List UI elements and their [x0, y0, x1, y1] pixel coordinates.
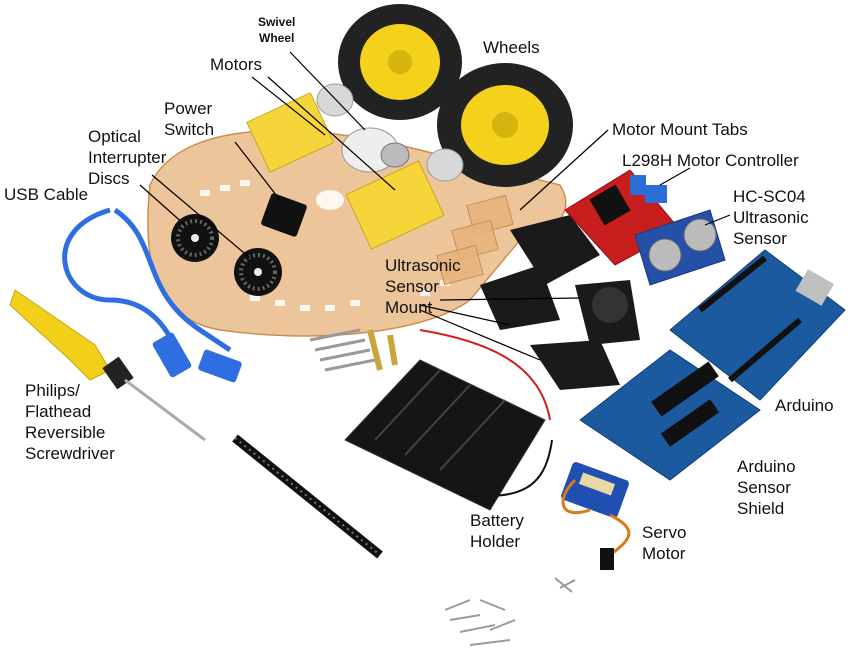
label-motor-controller: L298H Motor Controller [622, 151, 799, 170]
header-pin-strip [232, 434, 383, 559]
usb-cable [62, 207, 242, 383]
motor-mount-tabs [436, 194, 514, 286]
ultrasonic-sensor-mount [480, 215, 640, 390]
arduino-sensor-shield [579, 349, 761, 481]
label-battery-holder: Battery Holder [470, 511, 524, 551]
label-sensor-mount: Ultrasonic Sensor Mount [385, 256, 461, 317]
screwdriver [9, 289, 206, 442]
label-arduino: Arduino [775, 396, 834, 415]
optical-interrupter-disc [234, 248, 282, 296]
standoffs-and-screws [309, 328, 398, 372]
battery-holder [344, 329, 553, 511]
wheel [437, 63, 573, 187]
label-power-switch: Power Switch [164, 99, 215, 139]
ultrasonic-sensor-board [634, 209, 726, 286]
power-switch [261, 193, 307, 237]
label-sensor-shield: Arduino Sensor Shield [737, 457, 796, 518]
label-usb-cable: USB Cable [4, 185, 89, 204]
label-wheels: Wheels [483, 38, 540, 57]
arduino-board [669, 249, 846, 401]
label-screwdriver: Philips/ Flathead Reversible Screwdriver [25, 381, 115, 463]
optical-interrupter-disc [171, 214, 219, 262]
label-leader-lines [139, 51, 731, 361]
wheel [338, 4, 462, 120]
label-servo-motor: Servo Motor [642, 523, 687, 563]
label-optical-discs: Optical Interrupter Discs [88, 127, 167, 188]
label-swivel-wheel: Swivel Wheel [258, 15, 296, 45]
label-motors: Motors [210, 55, 262, 74]
servo-motor [561, 462, 631, 570]
label-ultrasonic-sensor: HC-SC04 Ultrasonic Sensor [733, 187, 809, 248]
loose-screws [444, 577, 576, 646]
swivel-wheel [341, 127, 410, 173]
label-motor-mount-tabs: Motor Mount Tabs [612, 120, 748, 139]
motor [345, 148, 464, 250]
